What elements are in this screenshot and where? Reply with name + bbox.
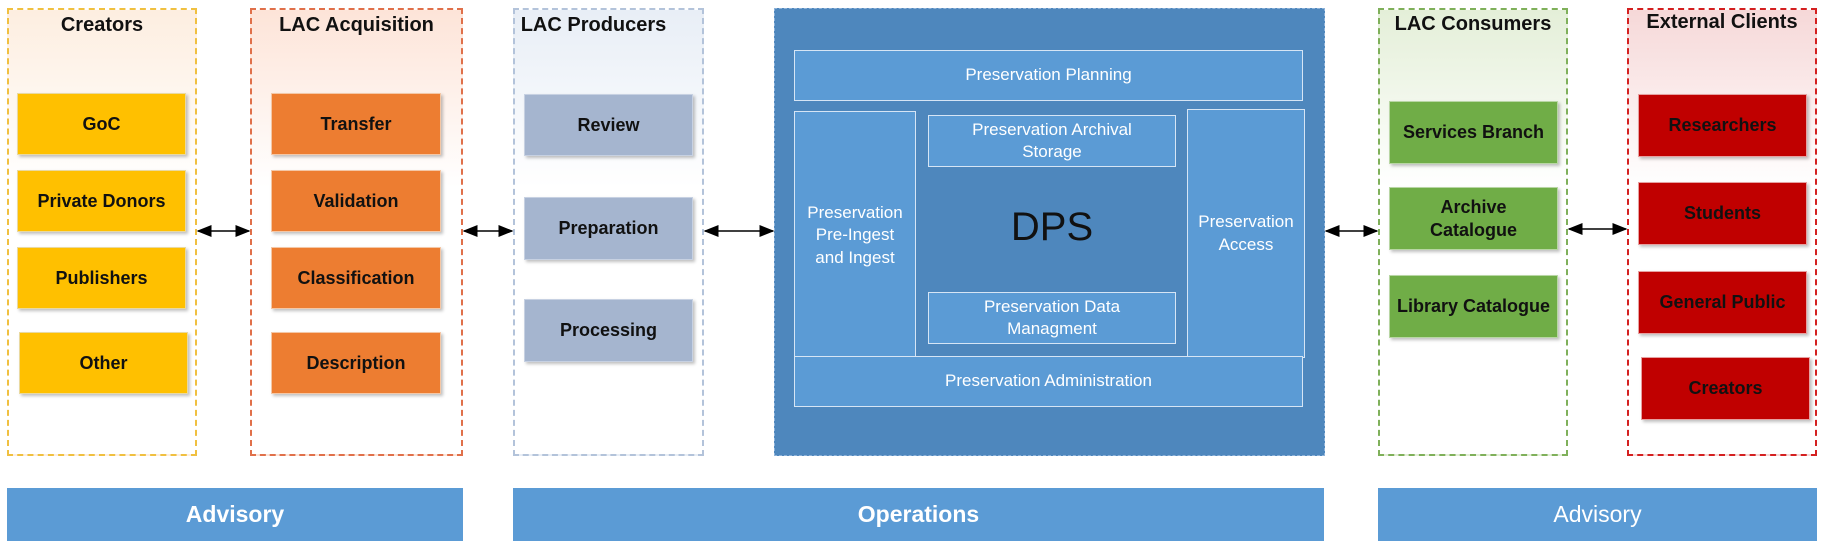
creator-publishers: Publishers [17, 247, 186, 309]
creator-private-donors: Private Donors [17, 170, 186, 232]
consumers-library-catalogue: Library Catalogue [1389, 275, 1558, 338]
producers-preparation: Preparation [524, 197, 693, 260]
acquisition-title: LAC Acquisition [279, 14, 434, 36]
acquisition-transfer: Transfer [271, 93, 441, 155]
clients-creators: Creators [1641, 357, 1810, 420]
clients-general-public: General Public [1638, 271, 1807, 334]
clients-researchers: Researchers [1638, 94, 1807, 157]
acquisition-classification: Classification [271, 247, 441, 309]
dps-panel: Preservation Planning Preservation Pre-I… [774, 8, 1325, 456]
band-advisory-right: Advisory [1378, 488, 1817, 541]
dps-preservation-data-management: Preservation Data Managment [928, 292, 1176, 344]
creator-other: Other [19, 332, 188, 394]
consumers-title: LAC Consumers [1394, 13, 1552, 35]
dps-preservation-administration: Preservation Administration [794, 356, 1303, 407]
dps-preservation-ingest: Preservation Pre-Ingest and Ingest [794, 111, 916, 360]
producers-title: LAC Producers [520, 14, 667, 36]
creators-title: Creators [60, 14, 144, 36]
dps-preservation-access: Preservation Access [1187, 109, 1305, 358]
clients-students: Students [1638, 182, 1807, 245]
consumers-archive-catalogue: Archive Catalogue [1389, 187, 1558, 250]
dps-preservation-archival-storage: Preservation Archival Storage [928, 115, 1176, 167]
acquisition-description: Description [271, 332, 441, 394]
consumers-services-branch: Services Branch [1389, 101, 1558, 164]
producers-review: Review [524, 94, 693, 156]
acquisition-validation: Validation [271, 170, 441, 232]
clients-title: External Clients [1646, 11, 1798, 33]
producers-processing: Processing [524, 299, 693, 362]
band-operations: Operations [513, 488, 1324, 541]
band-advisory-left: Advisory [7, 488, 463, 541]
dps-title: DPS [1010, 205, 1094, 249]
dps-preservation-planning: Preservation Planning [794, 50, 1303, 101]
creator-goc: GoC [17, 93, 186, 155]
